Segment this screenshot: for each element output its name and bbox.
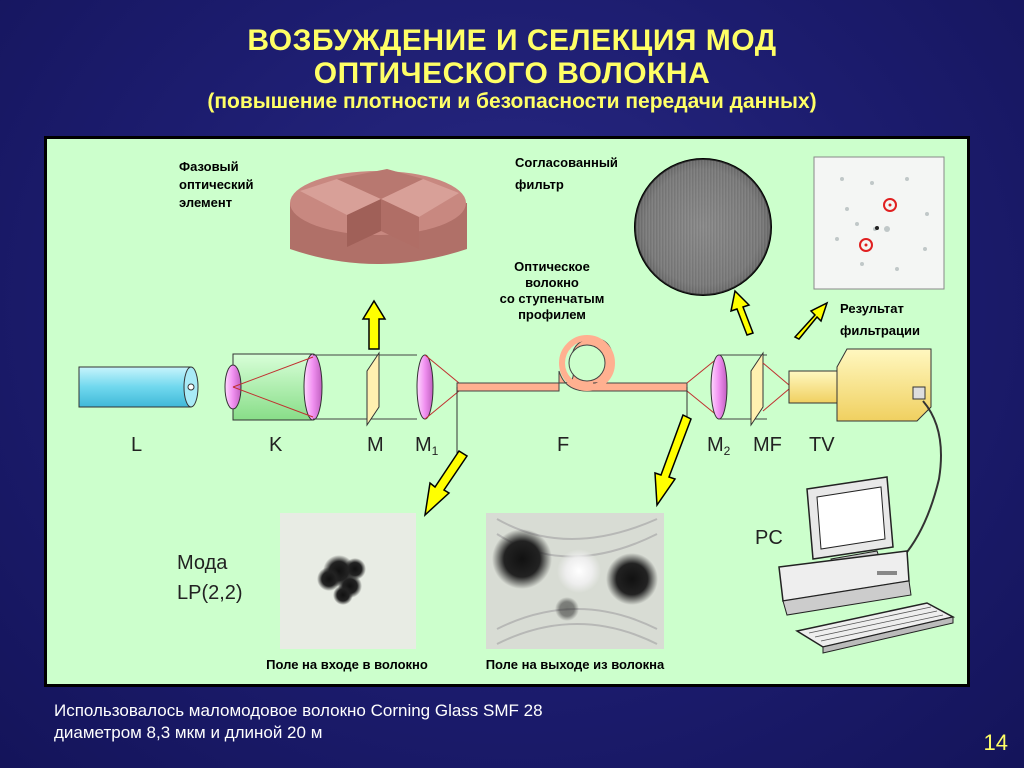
mode-label-line2: LP(2,2) (177, 582, 243, 604)
fiber-label-line4: профилем (518, 307, 586, 322)
tv-camera (788, 348, 932, 422)
mode-label-line1: Мода (177, 552, 228, 574)
diagram-panel: Фазовый оптический элемент Согласованный… (44, 136, 970, 687)
up-arrow-icon (793, 301, 829, 340)
collimator (224, 353, 323, 421)
footnote: Использовалось маломодовое волокно Corni… (54, 700, 543, 744)
output-field-caption: Поле на выходе из волокна (486, 657, 665, 672)
down-arrow-icon (654, 413, 692, 508)
footnote-line2: диаметром 8,3 мкм и длиной 20 м (54, 723, 323, 742)
up-arrow-icon (361, 299, 387, 350)
label-l: L (131, 434, 142, 456)
label-mf: MF (753, 434, 782, 456)
matched-filter-plate (750, 351, 764, 427)
footnote-line1: Использовалось маломодовое волокно Corni… (54, 701, 543, 720)
phase-plate-m (366, 351, 380, 427)
label-tv: TV (809, 434, 835, 456)
result-line2: фильтрации (840, 323, 920, 338)
label-m1: M1 (415, 434, 439, 458)
slide-title-line2: ОПТИЧЕСКОГО ВОЛОКНА (313, 57, 711, 90)
optical-setup-diagram: Фазовый оптический элемент Согласованный… (78, 155, 956, 672)
label-m: M (367, 434, 384, 456)
phase-element-icon (290, 169, 467, 264)
label-f: F (557, 434, 569, 456)
fiber-label-line2: волокно (525, 275, 579, 290)
phase-element-line2: оптический (179, 177, 253, 192)
input-field-caption: Поле на входе в волокно (266, 657, 428, 672)
optical-fiber (456, 335, 688, 392)
slide-subtitle: (повышение плотности и безопасности пере… (207, 90, 817, 113)
input-field-image (280, 513, 416, 649)
down-arrow-icon (423, 449, 469, 517)
slide-title-line1: ВОЗБУЖДЕНИЕ И СЕЛЕКЦИЯ МОД (247, 24, 777, 57)
page-number: 14 (983, 730, 1008, 755)
output-field-image (486, 513, 664, 649)
fiber-label-line3: со ступенчатым (500, 291, 605, 306)
phase-element-label: Фазовый оптический элемент (179, 159, 253, 210)
phase-element-line3: элемент (179, 195, 232, 210)
filtration-result-image (813, 156, 945, 290)
label-k: K (269, 434, 283, 456)
pc-computer-icon: PC (755, 476, 956, 654)
label-m2: M2 (707, 434, 731, 458)
up-arrow-icon (730, 289, 754, 336)
fiber-label-line1: Оптическое (514, 259, 590, 274)
result-line1: Результат (840, 301, 904, 316)
matched-filter-line1: Согласованный (515, 155, 618, 170)
laser-source (78, 366, 199, 408)
matched-filter-line2: фильтр (515, 177, 564, 192)
matched-filter-image (634, 158, 772, 296)
pc-label: PC (755, 527, 783, 549)
lens-m1 (416, 354, 434, 420)
phase-element-line1: Фазовый (179, 159, 239, 174)
lens-m2 (710, 354, 728, 420)
